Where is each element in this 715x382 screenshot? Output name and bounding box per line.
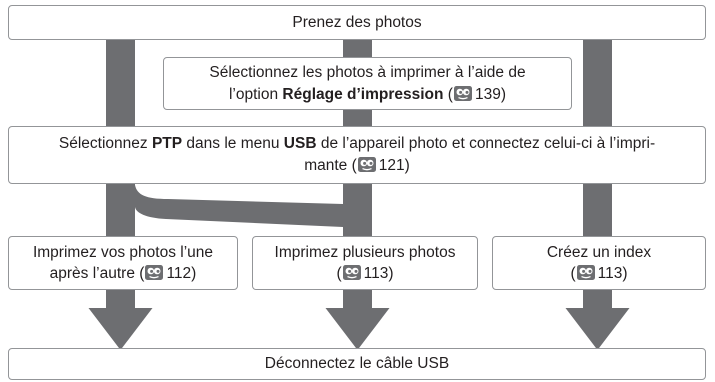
ref-page-number: 113 <box>363 265 389 282</box>
ref-page-number: 139 <box>474 85 501 103</box>
ref-close-paren: ) <box>500 85 507 103</box>
step-take-photos-label: Prenez des photos <box>292 13 422 31</box>
left-arrowhead <box>88 308 153 350</box>
step-disconnect-label: Déconnectez le câble USB <box>264 355 450 372</box>
ref-open-paren: ( <box>139 265 145 282</box>
page-reference: (112) <box>139 265 196 282</box>
step-connect-line1: Sélectionnez PTP dans le menu USB de l’a… <box>59 133 655 155</box>
connect-text-4: mante <box>304 157 348 174</box>
step-connect-printer: Sélectionnez PTP dans le menu USB de l’a… <box>8 126 706 184</box>
connect-text-3: de l’appareil photo et connectez celui-c… <box>320 135 656 152</box>
ref-open-paren: ( <box>336 265 342 282</box>
middle-arrowhead <box>325 308 390 350</box>
ref-open-paren: ( <box>351 157 357 174</box>
step-print-multiple: Imprimez plusieurs photos (113) <box>252 236 478 290</box>
branch-connector <box>135 185 343 227</box>
step-create-index-line1: Créez un index <box>546 244 652 261</box>
step-print-one-line1: Imprimez vos photos l’une <box>32 244 214 261</box>
step-print-set: Sélectionnez les photos à imprimer à l’a… <box>163 57 572 110</box>
step-create-index: Créez un index (113) <box>492 236 706 290</box>
page-reference: (113) <box>570 265 628 282</box>
ref-page-number: 121 <box>378 157 405 174</box>
connect-text-2: dans le menu <box>186 135 280 152</box>
page-reference: (139) <box>447 85 507 103</box>
step-print-set-line1: Sélectionnez les photos à imprimer à l’a… <box>209 63 526 81</box>
page-reference: (121) <box>352 157 410 174</box>
connect-text-1: Sélectionnez <box>58 135 148 152</box>
step-print-set-line2: l’option Réglage d’impression (139) <box>229 84 506 106</box>
ref-open-paren: ( <box>447 85 453 103</box>
reference-icon <box>576 265 595 280</box>
reference-icon <box>145 265 164 280</box>
ref-close-paren: ) <box>191 265 197 282</box>
reference-icon <box>342 265 361 280</box>
ref-page-number: 113 <box>597 265 623 282</box>
ref-close-paren: ) <box>622 265 628 282</box>
usb-menu-name: USB <box>283 135 317 152</box>
step-take-photos: Prenez des photos <box>8 5 706 40</box>
reference-icon <box>357 157 376 172</box>
ref-open-paren: ( <box>570 265 576 282</box>
step-print-set-prefix: l’option <box>228 85 279 103</box>
step-print-multiple-line2: (113) <box>336 263 394 284</box>
step-print-multiple-line1: Imprimez plusieurs photos <box>274 244 456 261</box>
step-disconnect-cable: Déconnectez le câble USB <box>8 348 706 380</box>
step-create-index-line2: (113) <box>570 263 628 284</box>
step-connect-line2: mante (121) <box>304 155 410 177</box>
reference-icon <box>453 85 472 101</box>
step-print-one-by-one: Imprimez vos photos l’une après l’autre … <box>8 236 238 290</box>
right-arrowhead <box>565 308 630 350</box>
ref-close-paren: ) <box>404 157 410 174</box>
ptp-option-name: PTP <box>151 135 183 152</box>
step-print-one-line2: après l’autre (112) <box>49 263 196 284</box>
ref-page-number: 112 <box>166 265 192 282</box>
print-one-text: après l’autre <box>49 265 135 282</box>
ref-close-paren: ) <box>388 265 394 282</box>
print-set-option-name: Réglage d’impression <box>282 85 444 103</box>
page-reference: (113) <box>336 265 394 282</box>
